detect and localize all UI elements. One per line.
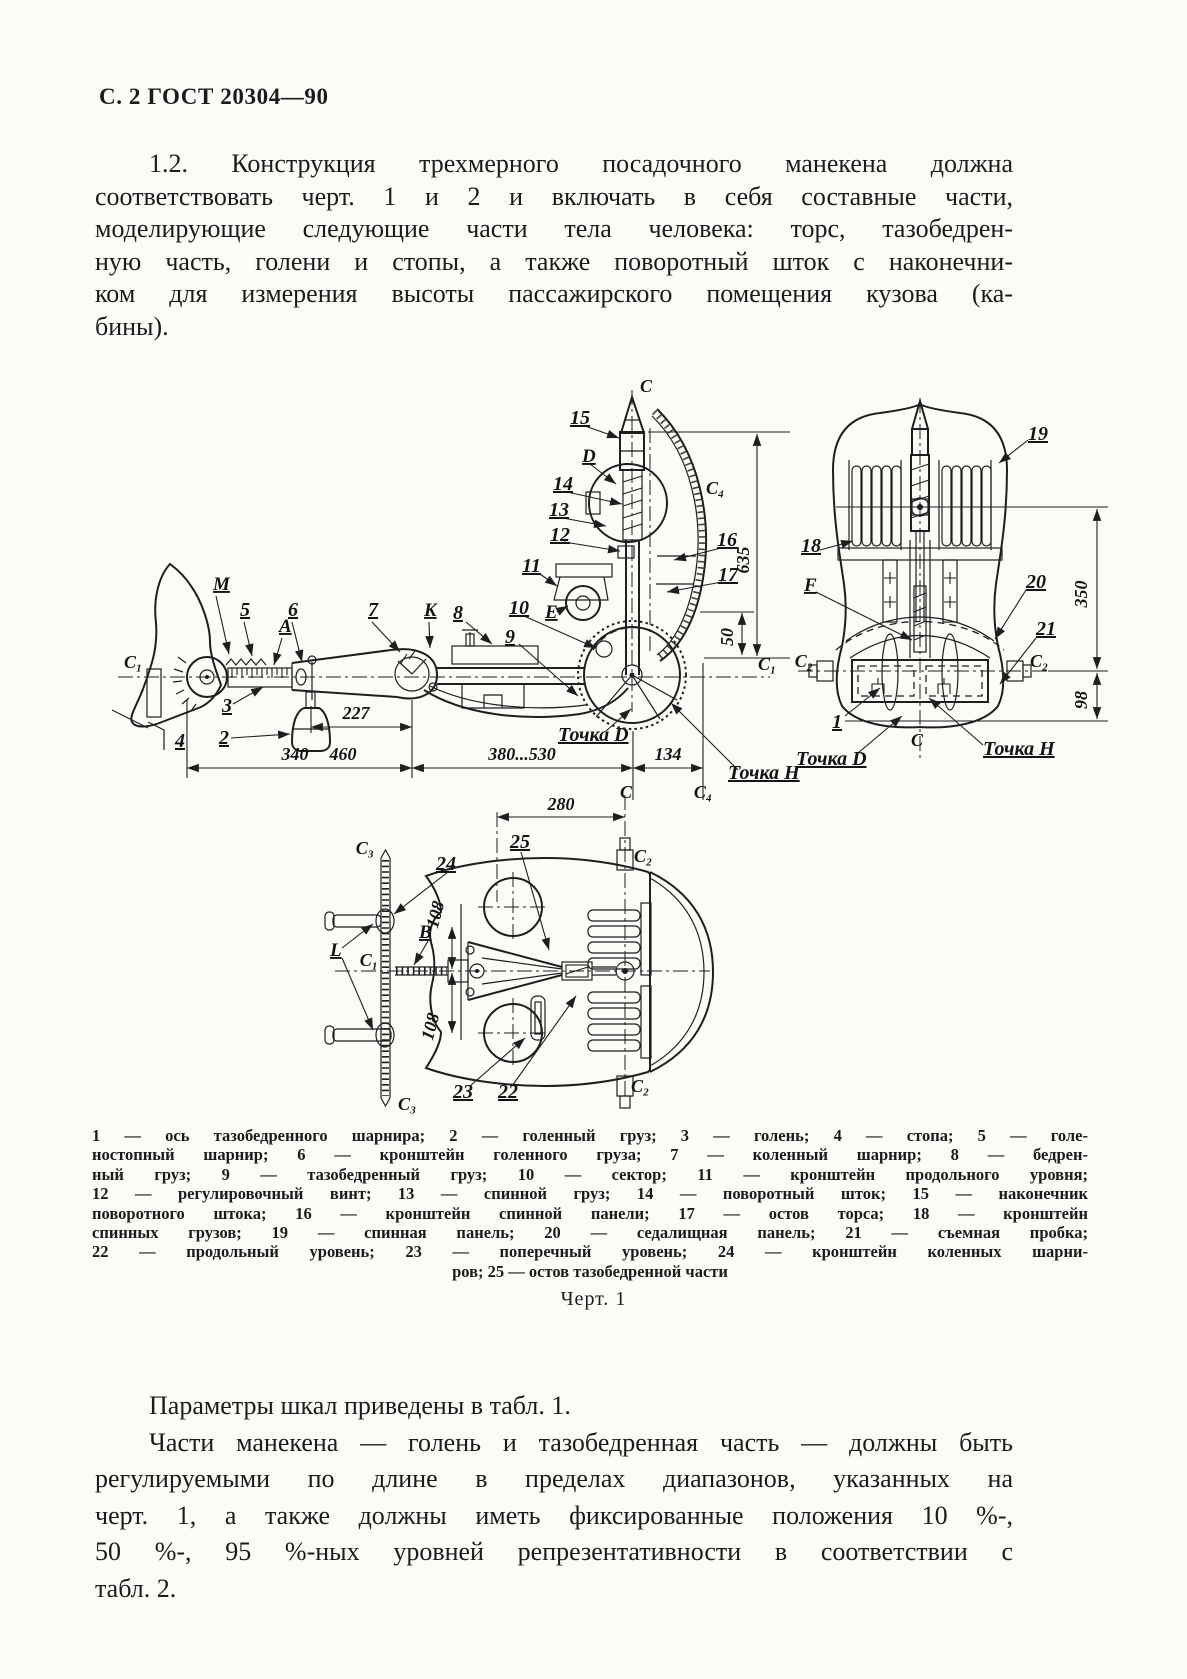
paragraph-line: бины). (95, 311, 169, 341)
legend-line: 22 — продольный уровень; 23 — поперечный… (92, 1242, 1088, 1262)
figure-label: 24 (435, 853, 456, 875)
figure-label: 4 (174, 730, 185, 752)
legend-line: ный груз; 9 — тазобедренный груз; 10 — с… (92, 1164, 1088, 1184)
dimension-lines (186, 431, 790, 800)
point-h-label: Точка Н (983, 738, 1056, 760)
paragraph-line: Параметры шкал приведены в табл. 1. (149, 1391, 571, 1420)
dimension-label: 98 (1071, 691, 1091, 709)
figure-label: 5 (240, 599, 250, 621)
dimension-label: 108 (422, 899, 448, 930)
leader-lines (215, 425, 739, 771)
figure-label: 3 (221, 695, 232, 717)
paragraph-line: черт. 1, а также должны иметь фиксирован… (95, 1500, 1013, 1530)
legend-line: спинных грузов; 19 — спинная панель; 20 … (92, 1223, 1088, 1243)
dimension-label: 380...530 (487, 744, 556, 764)
figure-label: 10 (509, 597, 529, 619)
seat-weight-coils (587, 902, 652, 1059)
figure-label: 1 (832, 711, 842, 733)
paragraph-1-2: 1.2. Конструкция трехмерного посадочного… (95, 148, 1013, 343)
figure-label: 22 (497, 1081, 518, 1103)
axis-label: C₁ (360, 950, 378, 970)
figure-caption: Черт. 1 (560, 1288, 627, 1310)
top-view-drawing: C₃ 24 25 C₂ L C₁ B 280 108 108 23 22 C₃ … (324, 794, 715, 1114)
paragraph-line: Части манекена — голень и тазобедренная … (149, 1427, 1013, 1457)
legend-line: ров; 25 — остов тазобедренной части (452, 1261, 728, 1281)
figure-label: 23 (452, 1081, 473, 1103)
figure-label: E (544, 602, 558, 623)
legend-line: поворотного штока; 16 — кронштейн спинно… (92, 1203, 1088, 1223)
dimension-label: 350 (1071, 581, 1091, 609)
legend-line: 1 — ось тазобедренного шарнира; 2 — голе… (92, 1126, 1088, 1145)
paragraph-line: регулируемыми по длине в пределах диапаз… (95, 1464, 1013, 1494)
figure-label: 13 (549, 499, 569, 521)
figure-label: 20 (1025, 571, 1046, 593)
paragraph-line: табл. 2. (95, 1573, 177, 1603)
dimension-label: 50 (717, 628, 737, 646)
axis-label: C (911, 730, 924, 750)
figure-label: 18 (801, 535, 821, 557)
axis-label: C₄ (706, 478, 724, 498)
dimension-label: 460 (329, 744, 357, 764)
figure-label: 11 (522, 555, 541, 577)
figure-label: 15 (570, 407, 590, 429)
leader-lines (341, 851, 577, 1087)
dimension-label: 340 (281, 744, 309, 764)
figure-label: M (212, 574, 231, 595)
figure-label: L (329, 940, 342, 961)
axis-label: C₂ (631, 1076, 649, 1096)
leader-lines (815, 439, 1037, 754)
figure-label: 16 (717, 529, 737, 551)
point-d-label: Точка D (558, 724, 629, 746)
axis-label: C₄ (694, 782, 712, 802)
figure-label: B (418, 922, 432, 943)
axis-label: C (620, 782, 633, 802)
figure-label: K (423, 600, 438, 621)
dimension-label: 635 (733, 547, 753, 574)
figure-label: 19 (1028, 423, 1048, 445)
figure-label: 12 (550, 524, 570, 546)
dimension-label: 134 (655, 744, 682, 764)
back-view-drawing: 19 18 F 20 21 1 C₂ C₂ C Точка D Точка Н … (795, 397, 1108, 770)
dimension-label: 280 (547, 794, 575, 814)
paragraph-line: 1.2. Конструкция трехмерного посадочного… (149, 149, 1013, 178)
dimension-label: 227 (342, 703, 371, 723)
figure-label: 21 (1035, 618, 1056, 640)
paragraph-bottom: Параметры шкал приведены в табл. 1. Част… (95, 1388, 1013, 1608)
point-d-label: Точка D (796, 748, 867, 770)
figure-label: A (278, 616, 292, 637)
figure-label: F (803, 575, 817, 596)
figure-label: 2 (218, 727, 229, 749)
axis-label: C₁ (124, 652, 142, 672)
paragraph-line: 50 %-, 95 %-ных уровней репрезентативнос… (95, 1537, 1013, 1567)
paragraph-line: соответствовать черт. 1 и 2 и включать в… (95, 181, 1013, 211)
axis-label: C (640, 376, 653, 396)
paragraph-line: моделирующие следующие части тела челове… (95, 214, 1013, 243)
axis-label: C₁ (758, 654, 776, 674)
figure-label: 25 (509, 831, 530, 853)
side-view-drawing: M 5 A 6 7 K 4 3 2 227 C₁ 15 D 14 13 12 1… (111, 376, 801, 802)
legend-line: 12 — регулировочный винт; 13 — спинной г… (92, 1184, 1088, 1204)
figure-label: 7 (368, 599, 379, 621)
figure-label: 9 (505, 626, 515, 648)
point-h-label: Точка Н (728, 762, 801, 784)
figure-label: 14 (553, 473, 573, 495)
axis-label: C₃ (356, 838, 374, 858)
figure-label: 17 (718, 564, 739, 586)
legend-line: ностопный шарнир; 6 — кронштейн голенног… (92, 1145, 1088, 1165)
axis-label: C₂ (795, 651, 813, 671)
axis-label: C₃ (398, 1094, 416, 1114)
figure-label: 8 (453, 602, 463, 624)
paragraph-line: ком для измерения высоты пассажирского п… (95, 279, 1013, 308)
figure-label: D (581, 446, 596, 467)
axis-label: C₂ (1030, 651, 1048, 671)
figure-legend: 1 — ось тазобедренного шарнира; 2 — голе… (92, 1126, 1088, 1281)
page-header: С. 2 ГОСТ 20304—90 (99, 84, 329, 109)
axis-label: C₂ (634, 846, 652, 866)
paragraph-line: ную часть, голени и стопы, а также повор… (95, 246, 1013, 276)
figure-label: 6 (288, 599, 298, 621)
spine-weight-stacks (851, 465, 992, 547)
